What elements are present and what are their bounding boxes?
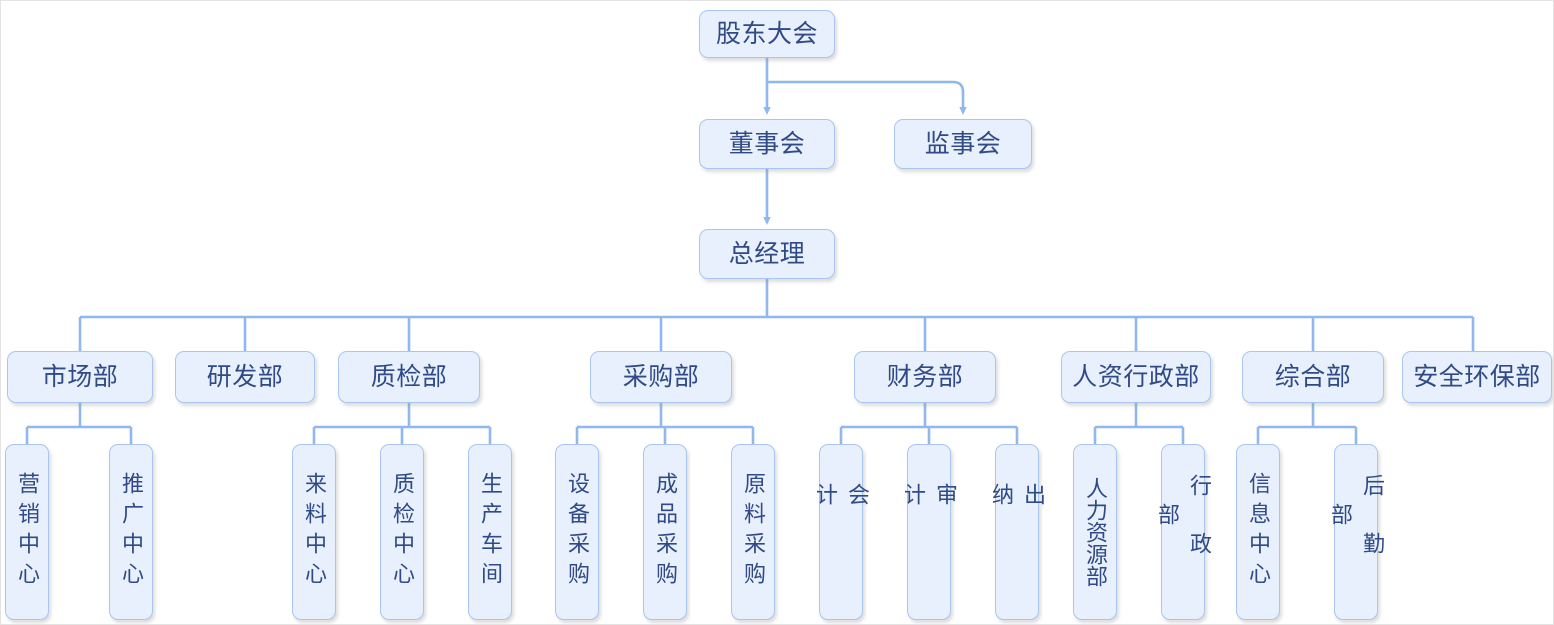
org-node-dept-rd[interactable]: 研发部	[175, 351, 315, 403]
org-node-sub-qcenter[interactable]: 质检中心	[380, 444, 424, 620]
org-node-sub-sales[interactable]: 营销中心	[5, 444, 49, 620]
org-node-sub-accounting[interactable]: 会计	[813, 444, 870, 620]
org-node-sub-cashier[interactable]: 出纳	[989, 444, 1046, 620]
org-node-sub-incoming[interactable]: 来料中心	[292, 444, 336, 620]
org-node-dept-market[interactable]: 市场部	[7, 351, 153, 403]
org-node-board[interactable]: 董事会	[699, 119, 835, 169]
org-node-dept-safety[interactable]: 安全环保部	[1402, 351, 1552, 403]
org-node-sub-workshop[interactable]: 生产车间	[468, 444, 512, 620]
org-node-dept-general[interactable]: 综合部	[1242, 351, 1384, 403]
org-node-dept-purchase[interactable]: 采购部	[590, 351, 732, 403]
org-node-sub-raw[interactable]: 原料采购	[731, 444, 775, 620]
org-node-sub-audit[interactable]: 审计	[901, 444, 958, 620]
org-node-sub-admin[interactable]: 行政部	[1155, 444, 1212, 620]
org-node-dept-qc[interactable]: 质检部	[338, 351, 480, 403]
edge-shareholders-supervisors	[767, 80, 967, 115]
org-node-sub-hr[interactable]: 人力资源部	[1073, 444, 1117, 620]
org-node-supervisors[interactable]: 监事会	[894, 119, 1032, 169]
org-node-sub-finished[interactable]: 成品采购	[643, 444, 687, 620]
org-node-gm[interactable]: 总经理	[699, 229, 835, 279]
org-node-sub-promo[interactable]: 推广中心	[109, 444, 153, 620]
org-node-sub-logistics[interactable]: 后勤部	[1328, 444, 1385, 620]
org-node-dept-finance[interactable]: 财务部	[854, 351, 996, 403]
org-node-sub-info[interactable]: 信息中心	[1236, 444, 1280, 620]
org-node-dept-hr[interactable]: 人资行政部	[1061, 351, 1211, 403]
org-node-sub-equip[interactable]: 设备采购	[555, 444, 599, 620]
org-node-shareholders[interactable]: 股东大会	[699, 10, 835, 58]
